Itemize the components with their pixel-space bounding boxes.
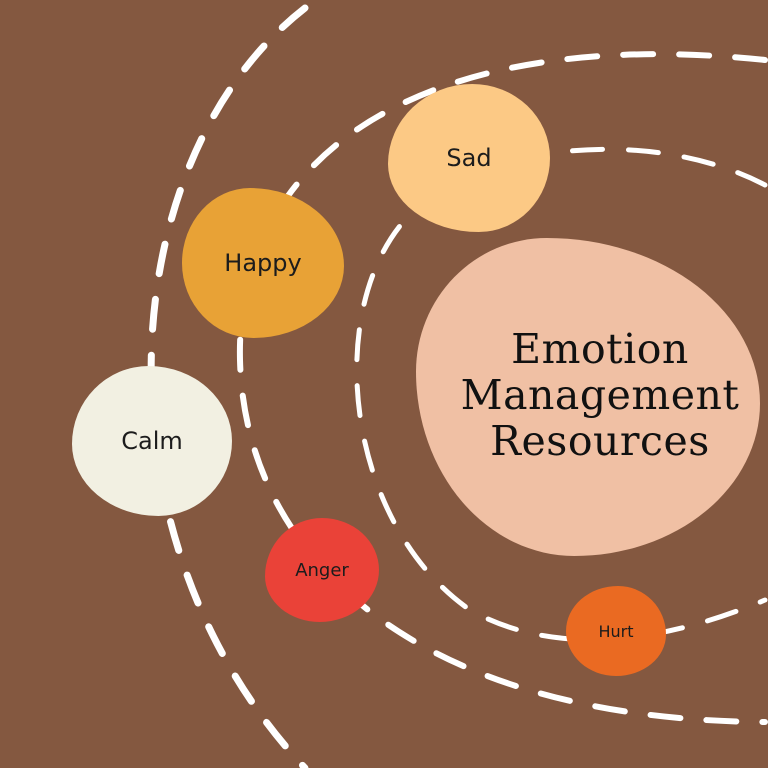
emotion-hurt-label: Hurt: [598, 621, 634, 641]
emotion-anger: Anger: [265, 518, 379, 622]
emotion-sad-label: Sad: [446, 144, 492, 172]
center-title-line-2: Management: [460, 371, 740, 419]
center-title-line-3: Resources: [490, 417, 710, 465]
emotion-happy: Happy: [182, 188, 344, 338]
outer-orbit-ring: [147, 4, 309, 768]
center-title: Emotion Management Resources: [461, 326, 740, 464]
center-title-line-1: Emotion: [511, 325, 689, 373]
emotion-calm: Calm: [72, 366, 232, 516]
emotion-hurt: Hurt: [566, 586, 666, 676]
center-title-blob: Emotion Management Resources: [416, 238, 760, 556]
middle-orbit-ring: [236, 51, 768, 725]
emotion-anger-label: Anger: [295, 559, 349, 581]
emotion-calm-label: Calm: [121, 427, 183, 455]
emotion-happy-label: Happy: [224, 249, 302, 277]
emotion-sad: Sad: [388, 84, 550, 232]
